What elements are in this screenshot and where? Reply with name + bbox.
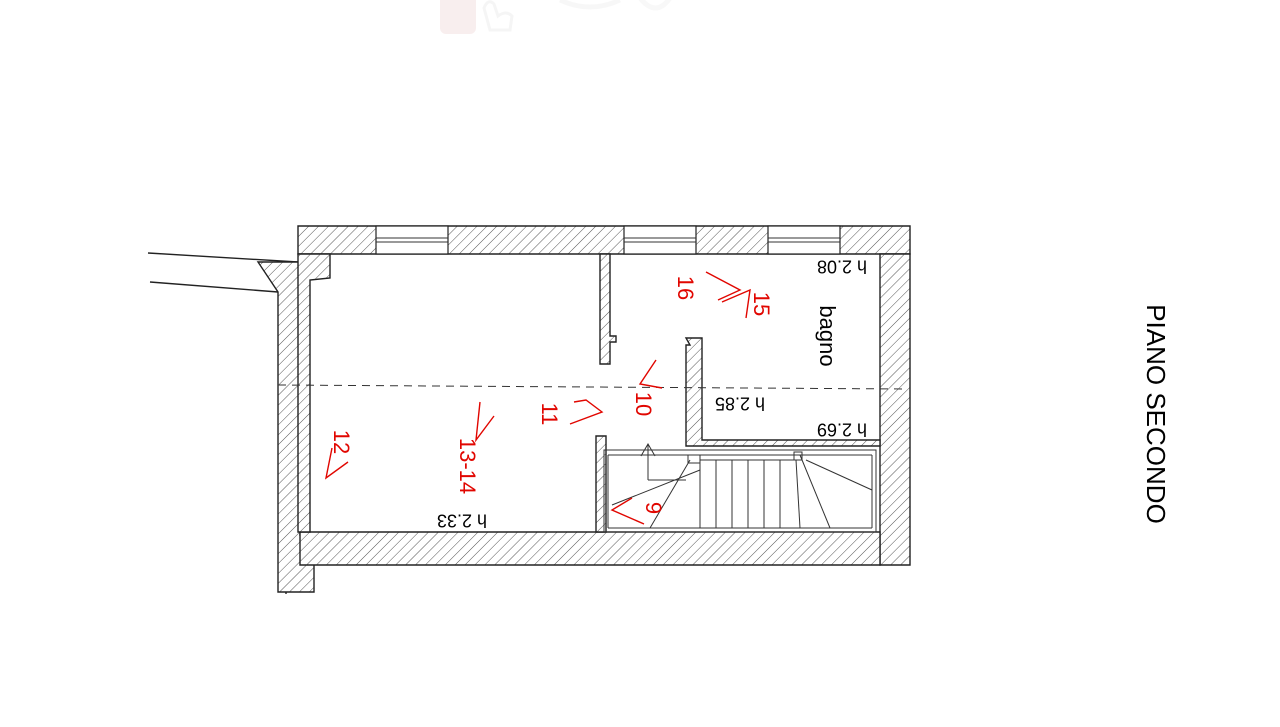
marker-label-15: 15 [749, 292, 774, 316]
height-labels: h 2.08 h 2.85 h 2.69 h 2.33 [437, 256, 867, 530]
height-label: h 2.85 [715, 393, 765, 413]
exterior-walls [297, 225, 911, 566]
marker-label-16: 16 [673, 276, 698, 300]
adjacent-building-lines [147, 252, 315, 594]
height-label: h 2.08 [817, 256, 867, 276]
marker-label-9: 9 [641, 502, 666, 514]
watermark-logo [440, 0, 672, 34]
staircase [603, 443, 877, 533]
height-label: h 2.33 [437, 510, 487, 530]
windows [375, 225, 841, 255]
marker-label-10: 10 [631, 392, 656, 416]
room-label-bagno: bagno [815, 305, 840, 366]
marker-label-12: 12 [329, 430, 354, 454]
floor-title: PIANO SECONDO [1141, 304, 1171, 524]
height-label: h 2.69 [817, 419, 867, 439]
photo-markers: 16 15 10 11 12 13-14 9 [324, 271, 774, 525]
section-line [277, 384, 907, 390]
marker-label-13-14: 13-14 [455, 438, 480, 494]
marker-label-11: 11 [537, 403, 562, 426]
